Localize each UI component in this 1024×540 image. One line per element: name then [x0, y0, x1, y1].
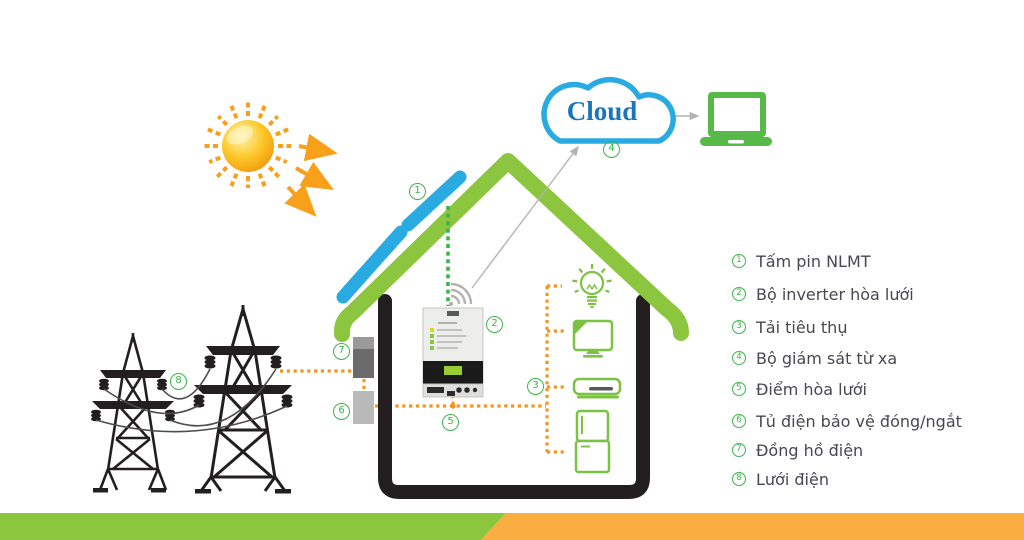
badge-grid-tie-point: 5 — [442, 414, 459, 431]
legend-num-8: 8 — [732, 472, 746, 486]
footer-bar-green — [0, 513, 506, 540]
badge-inverter: 2 — [486, 316, 503, 333]
wifi-icon — [448, 282, 473, 307]
meter-box-icon — [353, 337, 374, 378]
air-conditioner-icon — [572, 377, 622, 399]
legend-num-6: 6 — [732, 414, 746, 428]
badge-grid: 8 — [170, 373, 187, 390]
legend-label-7: Đồng hồ điện — [756, 440, 864, 460]
badge-breaker-box: 6 — [333, 403, 350, 420]
grid-tie-junction — [450, 403, 456, 409]
badge-solar-panel: 1 — [409, 183, 426, 200]
inverter-icon — [422, 307, 484, 398]
cloud-label: Cloud — [566, 96, 638, 126]
legend-item-solar-panel: 1 Tấm pin NLMT — [732, 251, 871, 271]
legend-label-5: Điểm hòa lưới — [756, 379, 867, 399]
legend-num-7: 7 — [732, 443, 746, 457]
badge-monitoring: 4 — [603, 141, 620, 158]
sunlight-arrows — [284, 133, 338, 217]
house-roof — [333, 153, 689, 342]
legend-item-inverter: 2 Bộ inverter hòa lưới — [732, 284, 914, 304]
fridge-icon — [574, 409, 611, 474]
badge-meter: 7 — [333, 343, 350, 360]
grid-dotted-lines — [280, 284, 565, 454]
tv-icon — [572, 319, 614, 358]
legend-num-4: 4 — [732, 351, 746, 365]
lightbulb-icon — [572, 264, 612, 309]
legend-num-3: 3 — [732, 320, 746, 334]
power-lines — [95, 368, 288, 433]
legend: 1 Tấm pin NLMT 2 Bộ inverter hòa lưới 3 … — [732, 0, 1022, 540]
solar-panel-icon — [336, 170, 467, 304]
legend-item-grid: 8 Lưới điện — [732, 469, 829, 489]
legend-label-2: Bộ inverter hòa lưới — [756, 284, 914, 304]
legend-item-meter: 7 Đồng hồ điện — [732, 440, 863, 460]
laptop-icon — [700, 92, 772, 146]
legend-num-5: 5 — [732, 382, 746, 396]
legend-label-6: Tủ điện bảo vệ đóng/ngắt — [756, 411, 962, 431]
legend-label-8: Lưới điện — [756, 469, 829, 489]
legend-item-grid-tie-point: 5 Điểm hòa lưới — [732, 379, 867, 399]
breaker-box-icon — [353, 391, 374, 424]
legend-item-loads: 3 Tải tiêu thụ — [732, 317, 847, 337]
cloud-icon — [541, 76, 676, 144]
legend-num-1: 1 — [732, 254, 746, 268]
legend-item-monitoring: 4 Bộ giám sát từ xa — [732, 348, 897, 368]
sun-icon — [203, 101, 293, 189]
legend-label-3: Tải tiêu thụ — [756, 317, 848, 337]
legend-num-2: 2 — [732, 287, 746, 301]
legend-label-4: Bộ giám sát từ xa — [756, 348, 898, 368]
legend-item-breaker-box: 6 Tủ điện bảo vệ đóng/ngắt — [732, 411, 962, 431]
house-to-cloud-line — [471, 145, 579, 289]
legend-label-1: Tấm pin NLMT — [756, 251, 871, 271]
footer-bar-orange — [481, 513, 1024, 540]
house-walls — [378, 294, 650, 499]
badge-loads: 3 — [527, 378, 544, 395]
